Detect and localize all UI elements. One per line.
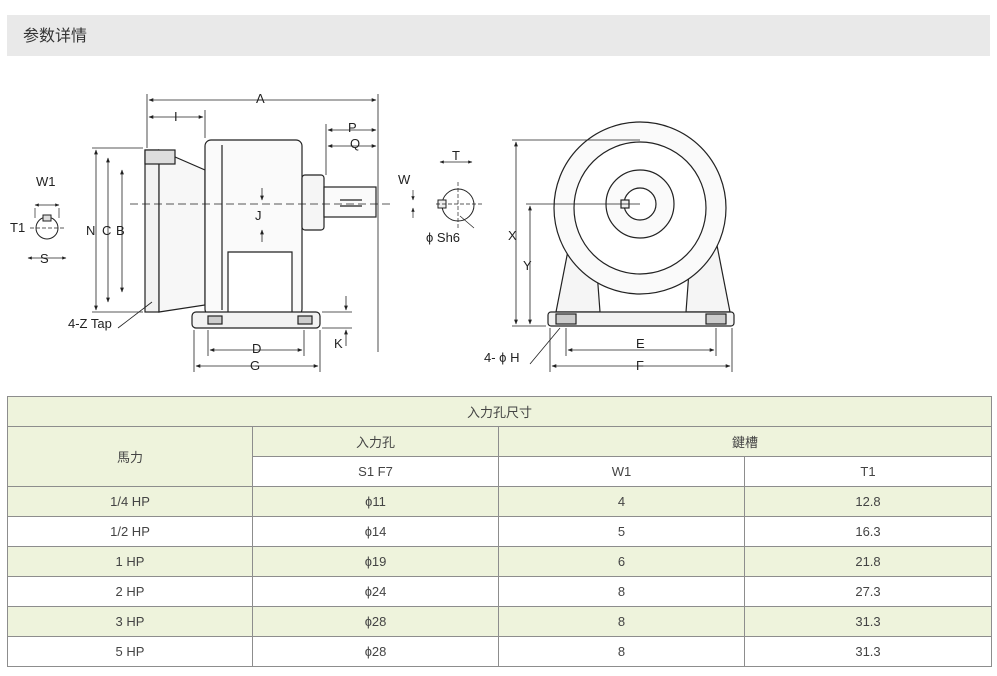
cell-w1: 8 bbox=[498, 636, 745, 667]
label-j: J bbox=[255, 208, 262, 223]
front-view bbox=[512, 121, 735, 372]
table-row: 3 HP ɸ28 8 31.3 bbox=[7, 606, 993, 637]
cell-s1: ɸ28 bbox=[252, 636, 499, 667]
header-horsepower: 馬力 bbox=[7, 426, 253, 487]
label-q: Q bbox=[350, 136, 360, 151]
cell-t1: 12.8 bbox=[743, 486, 993, 517]
label-f: F bbox=[636, 358, 644, 373]
gear-reducer-diagram: A I P Q J N C B W1 T1 S 4-Z Tap D G K T … bbox=[10, 91, 735, 373]
cell-t1: 31.3 bbox=[743, 636, 993, 667]
cell-hp: 1 HP bbox=[7, 546, 253, 577]
header-input-hole: 入力孔 bbox=[252, 426, 499, 457]
input-bore-view bbox=[27, 203, 67, 260]
cell-s1: ɸ11 bbox=[252, 486, 499, 517]
label-s: S bbox=[40, 251, 49, 266]
side-view bbox=[92, 94, 390, 372]
table-row: 1/2 HP ɸ14 5 16.3 bbox=[7, 516, 993, 547]
cell-s1: ɸ28 bbox=[252, 606, 499, 637]
header-keyway: 鍵槽 bbox=[497, 426, 993, 457]
section-title: 参数详情 bbox=[23, 26, 88, 45]
label-t1: T1 bbox=[10, 220, 25, 235]
table-row: 1/4 HP ɸ11 4 12.8 bbox=[7, 486, 993, 517]
cell-w1: 8 bbox=[498, 576, 745, 607]
label-i: I bbox=[174, 109, 178, 124]
table-row: 5 HP ɸ28 8 31.3 bbox=[7, 636, 993, 667]
table-row: 2 HP ɸ24 8 27.3 bbox=[7, 576, 993, 607]
subheader-w1: W1 bbox=[498, 456, 745, 487]
dimension-drawing: A I P Q J N C B W1 T1 S 4-Z Tap D G K T … bbox=[0, 80, 997, 380]
label-y: Y bbox=[523, 258, 532, 273]
cell-t1: 21.8 bbox=[743, 546, 993, 577]
cell-w1: 4 bbox=[498, 486, 745, 517]
cell-hp: 1/4 HP bbox=[7, 486, 253, 517]
cell-t1: 27.3 bbox=[743, 576, 993, 607]
cell-w1: 6 bbox=[498, 546, 745, 577]
cell-hp: 5 HP bbox=[7, 636, 253, 667]
subheader-t1: T1 bbox=[743, 456, 993, 487]
label-a: A bbox=[256, 91, 265, 106]
output-shaft-section bbox=[411, 160, 482, 229]
table-caption: 入力孔尺寸 bbox=[6, 396, 993, 427]
label-sh6: ϕ Sh6 bbox=[426, 230, 460, 245]
cell-s1: ɸ24 bbox=[252, 576, 499, 607]
label-x: X bbox=[508, 228, 517, 243]
label-n: N bbox=[86, 223, 95, 238]
cell-t1: 16.3 bbox=[743, 516, 993, 547]
cell-t1: 31.3 bbox=[743, 606, 993, 637]
label-d: D bbox=[252, 341, 261, 356]
dimension-labels: A I P Q J N C B W1 T1 S 4-Z Tap D G K T … bbox=[10, 91, 645, 373]
section-header: 参数详情 bbox=[7, 15, 990, 56]
label-h: 4- ϕ H bbox=[484, 350, 519, 365]
cell-w1: 8 bbox=[498, 606, 745, 637]
label-p: P bbox=[348, 120, 357, 135]
label-e: E bbox=[636, 336, 645, 351]
cell-hp: 2 HP bbox=[7, 576, 253, 607]
input-hole-table: 入力孔尺寸 馬力 入力孔 鍵槽 S1 F7 W1 T1 1/4 HP ɸ11 4… bbox=[6, 396, 993, 667]
cell-s1: ɸ14 bbox=[252, 516, 499, 547]
table-row: 1 HP ɸ19 6 21.8 bbox=[7, 546, 993, 577]
label-w1: W1 bbox=[36, 174, 56, 189]
cell-hp: 3 HP bbox=[7, 606, 253, 637]
cell-hp: 1/2 HP bbox=[7, 516, 253, 547]
cell-w1: 5 bbox=[498, 516, 745, 547]
label-g: G bbox=[250, 358, 260, 373]
label-t: T bbox=[452, 148, 460, 163]
label-b: B bbox=[116, 223, 125, 238]
label-z-tap: 4-Z Tap bbox=[68, 316, 112, 331]
label-k: K bbox=[334, 336, 343, 351]
label-c: C bbox=[102, 223, 111, 238]
subheader-s1: S1 F7 bbox=[252, 456, 499, 487]
cell-s1: ɸ19 bbox=[252, 546, 499, 577]
label-w: W bbox=[398, 172, 411, 187]
